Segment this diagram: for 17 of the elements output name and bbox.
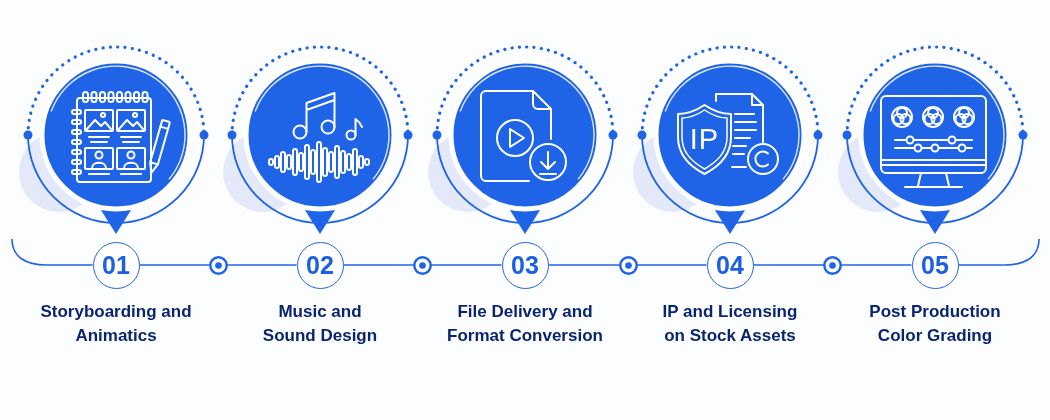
timeline-line <box>957 238 1040 266</box>
step-number: 03 <box>501 241 549 289</box>
timeline-line <box>342 264 503 266</box>
timeline-line <box>138 264 298 266</box>
shield-text: IP <box>689 124 720 154</box>
step-number: 05 <box>911 241 959 289</box>
step-number: 01 <box>92 241 140 289</box>
step-number: 04 <box>706 241 754 289</box>
step-label: Storyboarding and Animatics <box>40 302 192 345</box>
step-label: IP and Licensing on Stock Assets <box>662 302 798 345</box>
step-label: File Delivery and Format Conversion <box>447 302 603 345</box>
step-label: Music and Sound Design <box>262 302 378 345</box>
timeline-line <box>752 264 913 266</box>
timeline-line <box>11 238 94 266</box>
step-label: Post Production Color Grading <box>869 302 1001 345</box>
step-number: 02 <box>296 241 344 289</box>
timeline-line <box>547 264 708 266</box>
